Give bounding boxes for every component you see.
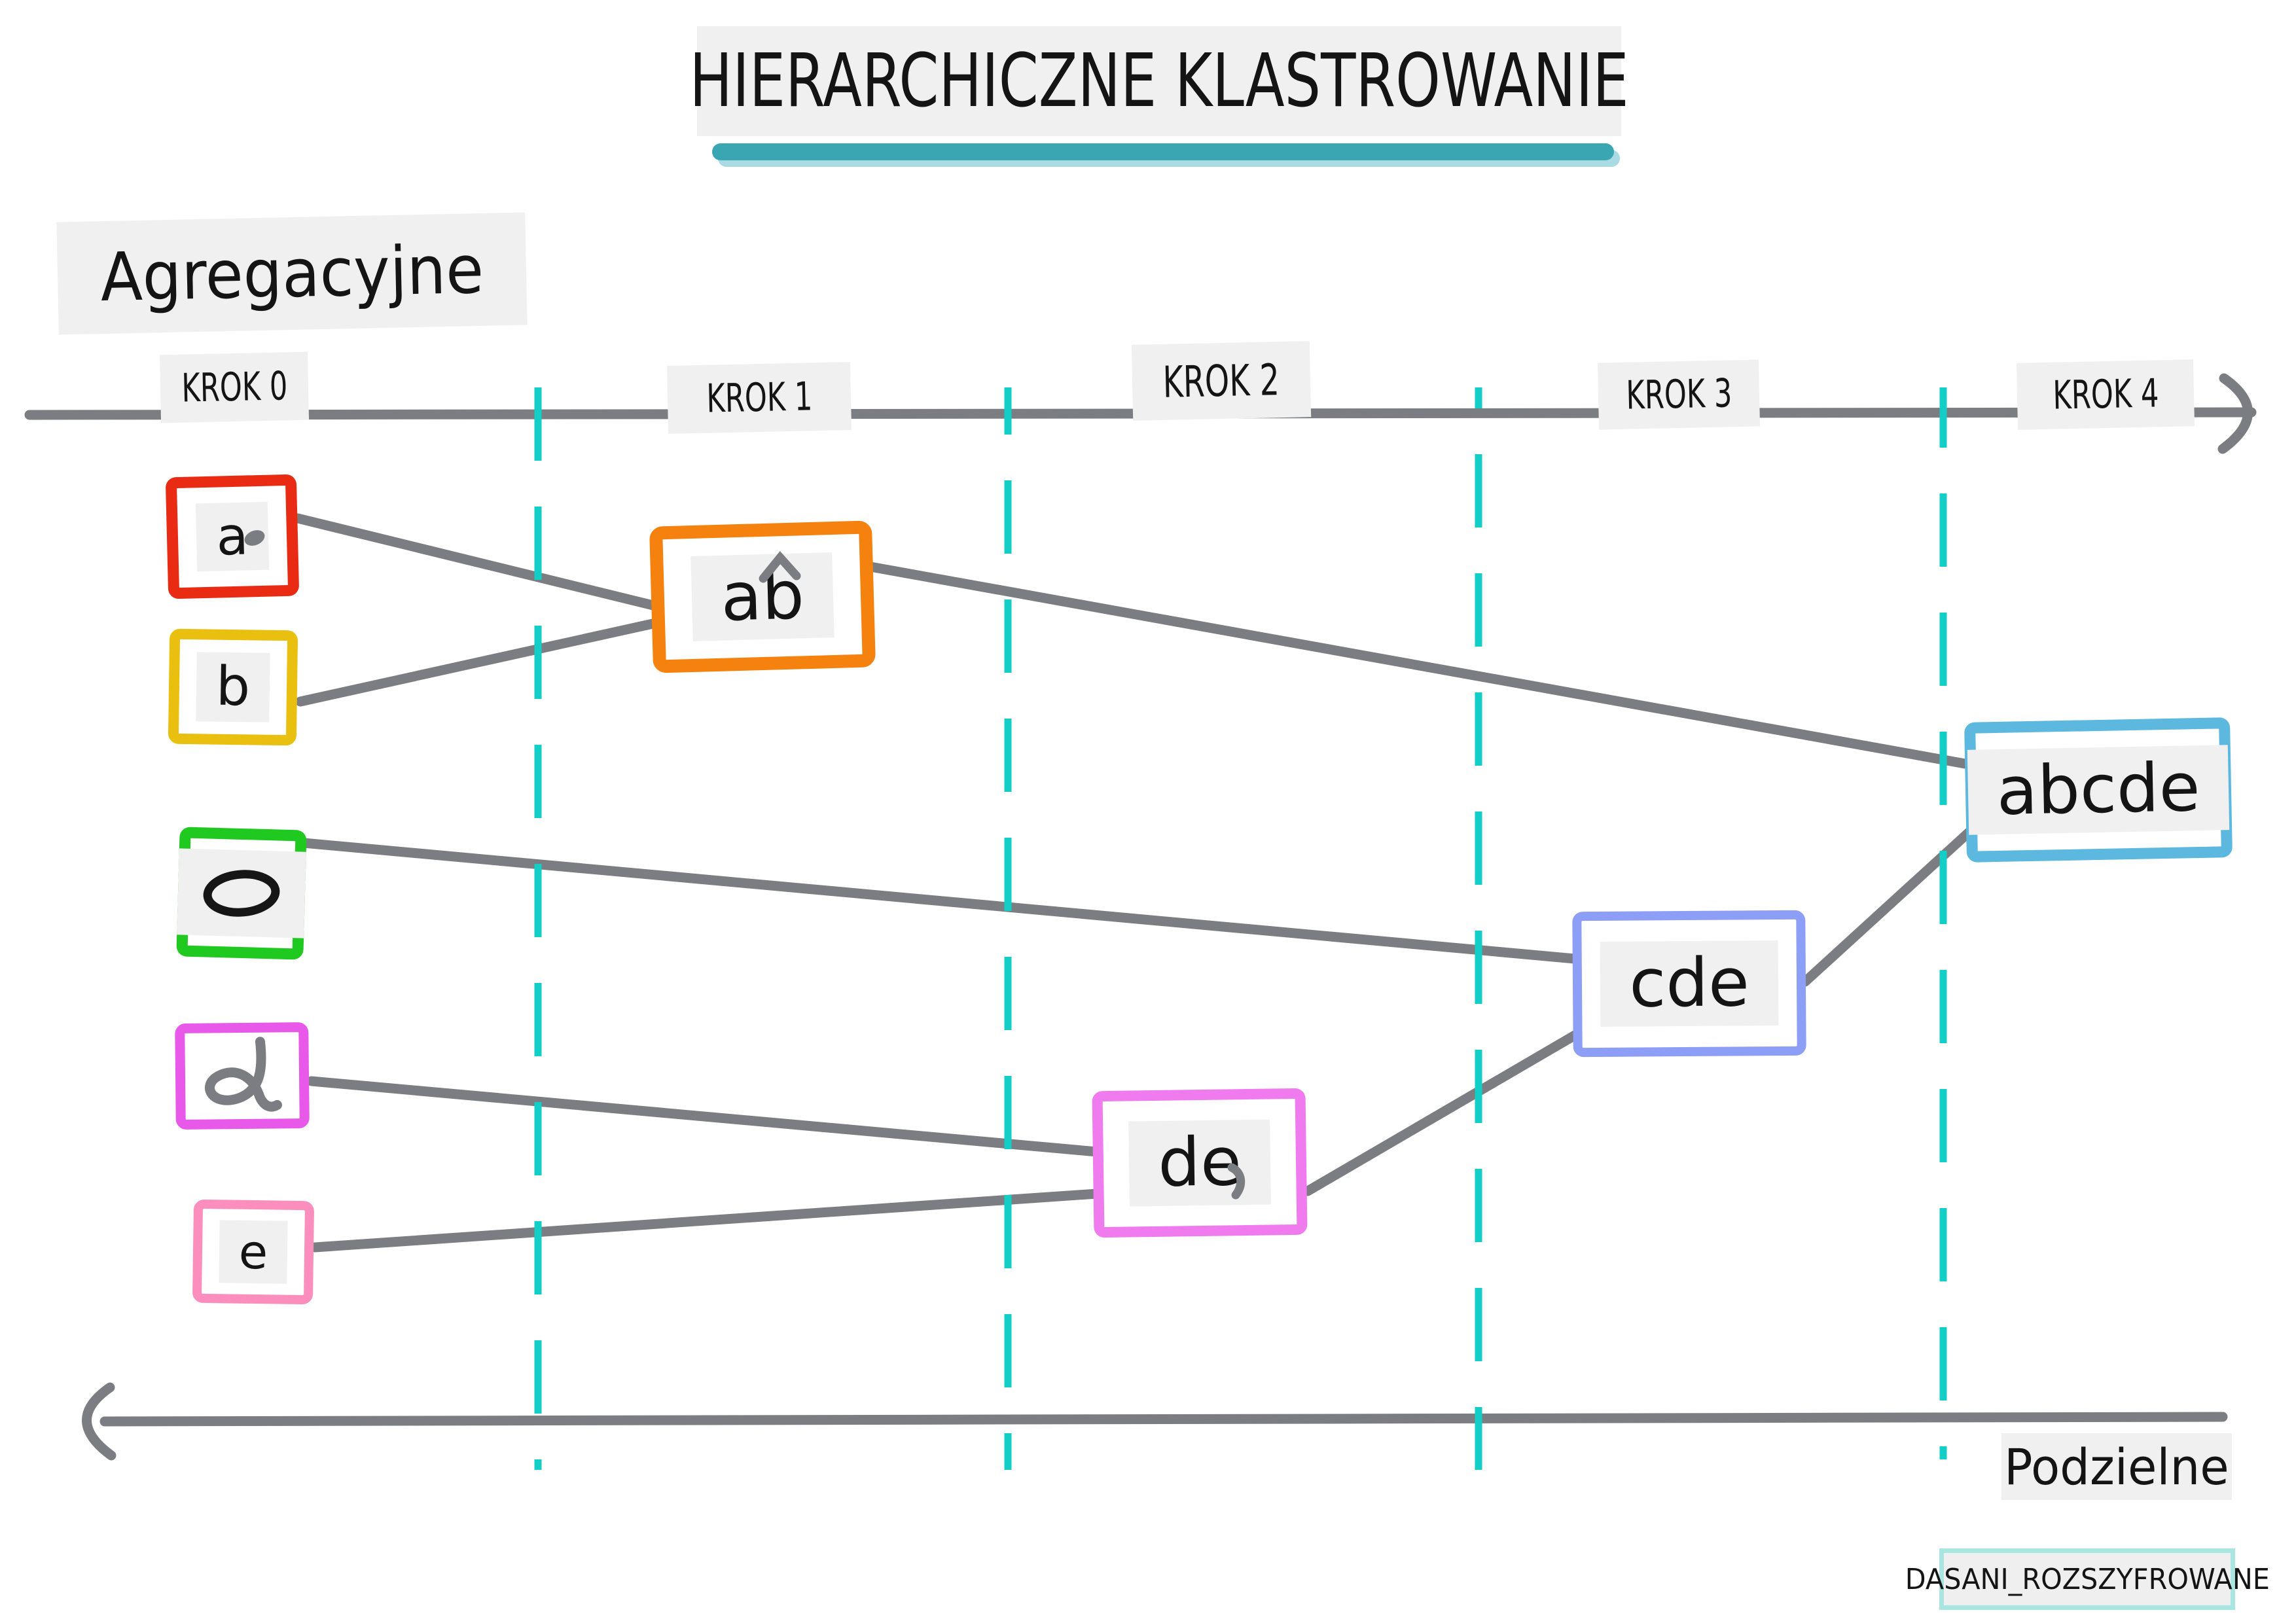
arrowhead-right-icon xyxy=(2217,373,2253,454)
step-label-krok-0: KROK 0 xyxy=(159,351,310,423)
edge-cde-abcde xyxy=(1800,827,1974,987)
node-ab: ab xyxy=(649,520,876,673)
timeline-bottom-arrow xyxy=(82,1382,2228,1461)
node-c xyxy=(176,827,307,960)
node-b: b xyxy=(168,628,298,746)
title-underline xyxy=(712,143,1614,160)
watermark-box: DASANI_ROZSZYFROWANE xyxy=(1905,1548,2270,1610)
node-label: b xyxy=(196,652,270,722)
node-d xyxy=(175,1022,310,1130)
heading-podzielne: Podzielne xyxy=(2001,1433,2232,1500)
node-e: e xyxy=(192,1199,315,1305)
edge-d-de xyxy=(306,1076,1102,1157)
node-label: ab xyxy=(691,552,834,641)
step-label-krok-3: KROK 3 xyxy=(1597,359,1761,430)
step-label-krok-4: KROK 4 xyxy=(2016,359,2195,430)
node-a: a xyxy=(165,474,300,599)
node-label: cde xyxy=(1600,940,1779,1027)
node-label: a xyxy=(196,501,269,572)
node-label xyxy=(177,848,306,938)
watermark-text: DASANI_ROZSZYFROWANE xyxy=(1905,1562,2270,1596)
node-cde: cde xyxy=(1572,910,1806,1058)
step-label-krok-2: KROK 2 xyxy=(1131,341,1312,421)
edge-c-cde xyxy=(298,838,1580,964)
node-abcde: abcde xyxy=(1964,717,2233,863)
heading-agregacyjne: Agregacyjne xyxy=(56,212,528,335)
hand-drawn-oval-glyph xyxy=(203,870,280,917)
edge-a-ab xyxy=(293,513,661,611)
page-title-text: HIERARCHICZNE KLASTROWANIE xyxy=(689,39,1629,124)
edge-e-de xyxy=(310,1188,1102,1253)
node-label: abcde xyxy=(1967,745,2230,835)
node-label: e xyxy=(219,1220,288,1284)
step-label-krok-1: KROK 1 xyxy=(666,362,852,434)
arrowhead-left-icon xyxy=(82,1382,117,1461)
page-title: HIERARCHICZNE KLASTROWANIE xyxy=(689,26,1629,136)
node-label: de xyxy=(1128,1119,1271,1207)
edge-de-cde xyxy=(1302,1030,1580,1196)
edge-b-ab xyxy=(295,618,661,707)
node-de: de xyxy=(1092,1088,1308,1238)
edge-ab-abcde xyxy=(865,562,1974,770)
hand-drawn-d-glyph xyxy=(205,1037,282,1112)
